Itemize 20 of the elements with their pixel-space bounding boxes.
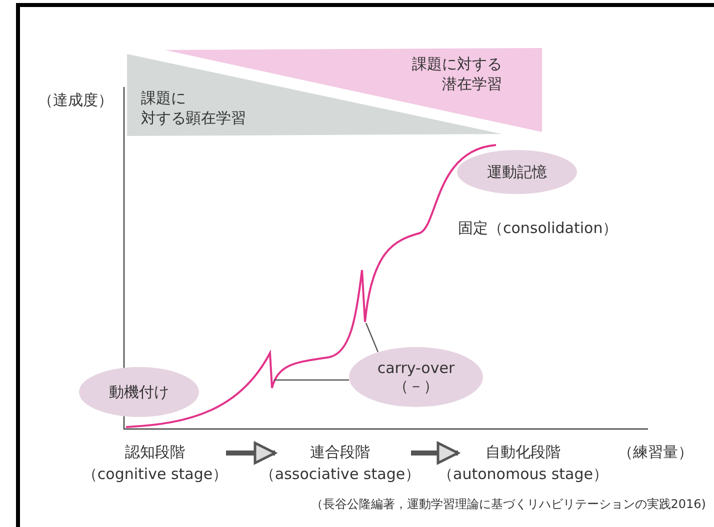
annotation-text: 固定（consolidation） [458, 218, 618, 238]
leader-line [274, 379, 349, 381]
stage-name: 自動化段階 [484, 442, 562, 463]
band-text: 課題に対する潜在学習 [412, 54, 502, 94]
ellipse-node: 動機付け [79, 367, 199, 417]
stage-english: （cognitive stage） [81, 464, 229, 485]
ellipse-node: carry-over （－） [349, 347, 483, 407]
leader-line [365, 322, 379, 352]
triangle-band [127, 54, 502, 136]
block-arrow [226, 442, 276, 464]
axis-label: （練習量） [618, 442, 693, 462]
band-text: 課題に対する顕在学習 [141, 88, 246, 128]
block-arrow [411, 442, 460, 464]
stage-name: 認知段階 [124, 442, 186, 463]
source-citation: （長谷公隆編著，運動学習理論に基づくリハビリテーションの実践2016) [310, 496, 706, 513]
stage-name: 連合段階 [309, 442, 371, 463]
stage-english: （associative stage） [258, 464, 422, 485]
stage-english: （autonomous stage） [438, 464, 608, 485]
axis-label: （達成度） [38, 90, 113, 110]
ellipse-node: 運動記憶 [457, 150, 577, 194]
